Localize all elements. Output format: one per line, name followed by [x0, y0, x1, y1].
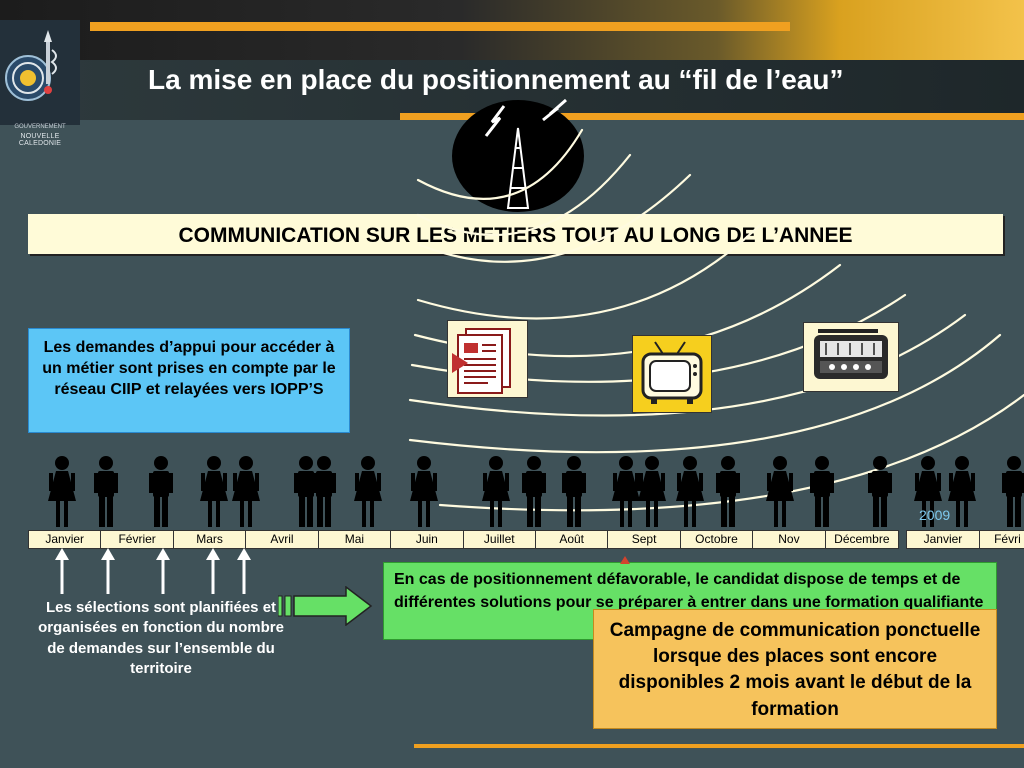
- person-icon: [612, 456, 640, 527]
- timeline-month: Octobre: [681, 531, 754, 548]
- selection-arrows: [53, 548, 253, 596]
- person-icon: [948, 456, 976, 527]
- person-icon: [810, 456, 834, 527]
- person-icon: [312, 456, 336, 527]
- person-icon: [232, 456, 260, 527]
- up-arrow-icon: [99, 548, 117, 596]
- person-icon: [482, 456, 510, 527]
- timeline-month: Janvier: [29, 531, 102, 548]
- timeline-month: Juillet: [464, 531, 536, 548]
- timeline: Janvier Février Mars Avril Mai Juin Juil…: [28, 530, 899, 549]
- request-info-box: Les demandes d’appui pour accéder à un m…: [28, 328, 350, 433]
- radio-tower-icon: [452, 98, 584, 212]
- person-icon: [48, 456, 76, 527]
- timeline-month: Août: [536, 531, 609, 548]
- government-emblem-icon: [5, 30, 57, 101]
- right-arrow-icon: [278, 586, 373, 626]
- person-icon: [1002, 456, 1024, 527]
- timeline-month: Févri: [994, 532, 1021, 546]
- logo-caption-top: GOUVERNEMENT: [14, 124, 66, 130]
- government-logo: GOUVERNEMENT NOUVELLE CALEDONIE: [0, 20, 80, 147]
- slide-title: La mise en place du positionnement au “f…: [148, 64, 844, 95]
- communication-campaign-box: Campagne de communication ponctuelle lor…: [593, 609, 997, 729]
- people-row: [48, 456, 1024, 527]
- person-icon: [410, 456, 438, 527]
- timeline-month: Juin: [391, 531, 464, 548]
- sept-marker: [620, 556, 630, 564]
- up-arrow-icon: [204, 548, 222, 596]
- person-icon: [94, 456, 118, 527]
- radio-icon: [803, 322, 899, 392]
- timeline-month: Février: [101, 531, 174, 548]
- logo-caption-bottom: NOUVELLE CALEDONIE: [18, 133, 62, 147]
- year-label: 2009: [919, 507, 951, 523]
- header-bottom-stripe: [400, 113, 1024, 120]
- person-icon: [200, 456, 228, 527]
- television-icon: [632, 335, 712, 413]
- timeline-month: Décembre: [834, 532, 890, 546]
- timeline-month: Avril: [246, 531, 319, 548]
- timeline-month: Mai: [319, 531, 392, 548]
- footer-stripe: [414, 744, 1024, 748]
- person-icon: [638, 456, 666, 527]
- person-icon: [354, 456, 382, 527]
- timeline-month: Mars: [174, 531, 247, 548]
- banner-text: COMMUNICATION SUR LES METIERS TOUT AU LO…: [178, 224, 853, 247]
- up-arrow-icon: [53, 548, 71, 596]
- newspaper-icon: [447, 320, 528, 398]
- person-icon: [868, 456, 892, 527]
- person-icon: [149, 456, 173, 527]
- communication-banner: COMMUNICATION SUR LES METIERS TOUT AU LO…: [28, 214, 1003, 254]
- up-arrow-icon: [154, 548, 172, 596]
- person-icon: [716, 456, 740, 527]
- person-icon: [766, 456, 794, 527]
- selection-caption: Les sélections sont planifiées et organi…: [38, 599, 284, 678]
- timeline-month: Nov: [753, 531, 826, 548]
- up-arrow-icon: [235, 548, 253, 596]
- person-icon: [562, 456, 586, 527]
- person-icon: [522, 456, 546, 527]
- person-icon: [676, 456, 704, 527]
- timeline-next-year: Janvier Févri: [906, 530, 1024, 549]
- timeline-month: Sept: [608, 531, 681, 548]
- header-accent-stripe: [90, 22, 790, 31]
- timeline-month: Janvier: [907, 531, 980, 548]
